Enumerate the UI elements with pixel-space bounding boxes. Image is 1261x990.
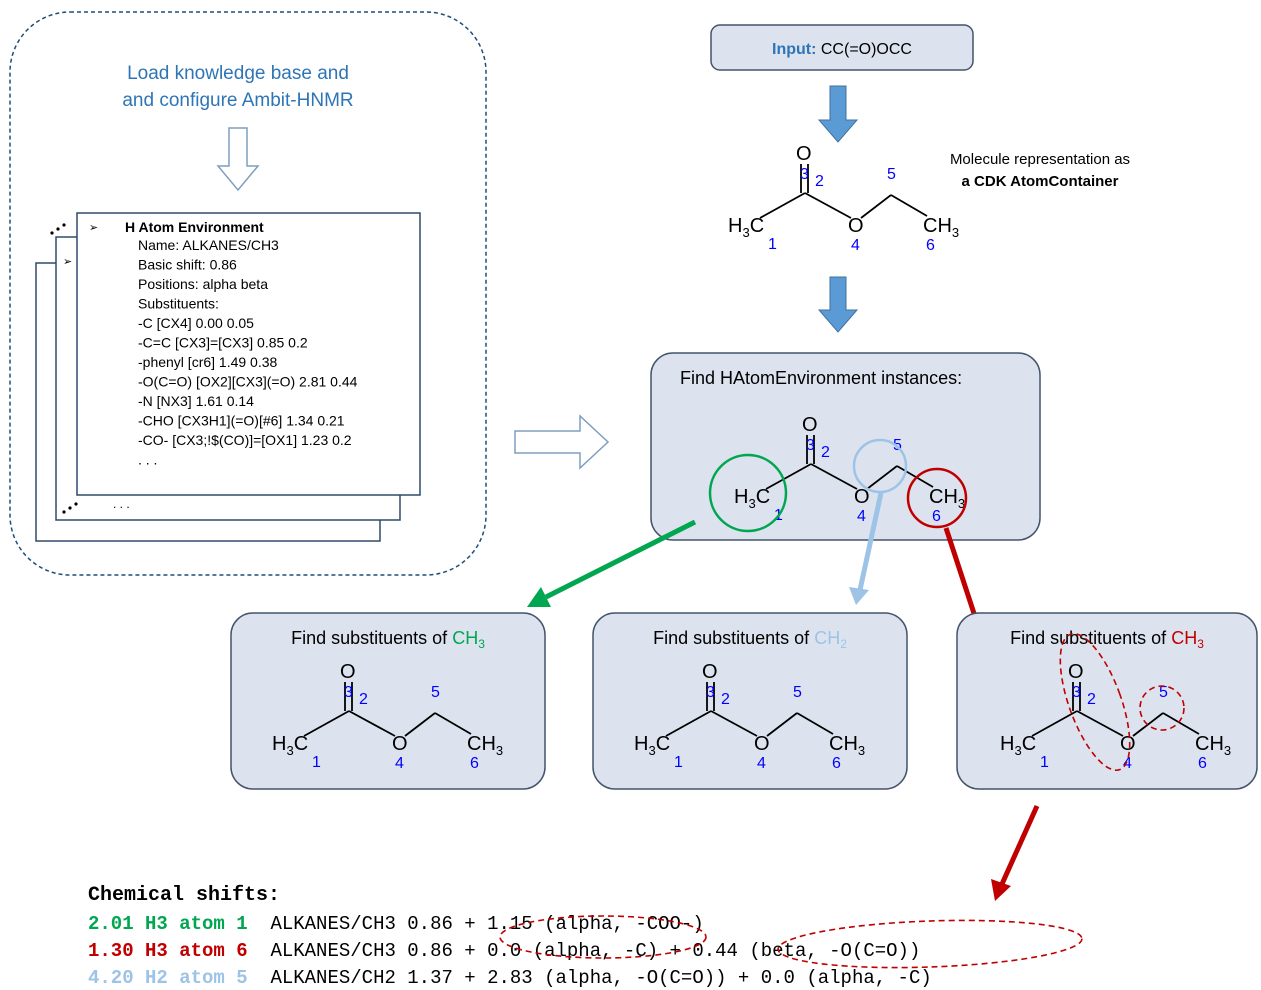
kb-card-line: -C [CX4] 0.00 0.05 [138,315,254,331]
kb-title-line1: Load knowledge base and [127,63,349,84]
subst-title-lightblue: Find substituents of CH2 [653,628,847,651]
kb-card-line: -O(C=O) [OX2][CX3](=O) 2.81 0.44 [138,374,358,390]
molecule-structure-top [727,142,961,255]
input-box [710,24,974,71]
mol-rep-line1: Molecule representation as [950,151,1130,168]
green-arrow [544,519,697,600]
input-down-arrow-icon [817,85,859,143]
kb-card-line: . . . [138,452,157,468]
kb-card-middle-bullet-icon: ➢ [63,255,72,268]
kb-card-heading: H Atom Environment [125,219,264,235]
knowledge-base-region [9,11,487,576]
kb-card-line: -N [NX3] 1.61 0.14 [138,393,254,409]
dashed-ellipse-shift-a [499,915,707,959]
kb-to-env-arrow-icon [514,414,610,470]
input-text: Input: CC(=O)OCC [772,41,912,58]
red-arrowhead-lower-icon [991,879,1011,901]
kb-card-bullet-icon: ➢ [89,221,98,234]
green-arrowhead-icon [527,587,551,607]
stack-dots-icon-bottom [62,502,78,514]
mol-rep-line2: a CDK AtomContainer [962,173,1119,190]
subst-title-red: Find substituents of CH3 [1010,628,1204,651]
kb-card-more: . . . [113,497,130,511]
kb-title-line2: and configure Ambit-HNMR [122,90,353,111]
subst-title-green: Find substituents of CH3 [291,628,485,651]
shift-row-1: 2.01 H3 atom 1 ALKANES/CH3 0.86 + 1.15 (… [88,913,704,935]
dashed-circle-ch2 [1139,685,1185,731]
dashed-ellipse-carbonyl [1059,632,1131,772]
kb-card-line: -phenyl [cr6] 1.49 0.38 [138,354,278,370]
kb-card-line: Positions: alpha beta [138,276,268,292]
kb-down-arrow-icon [216,127,260,192]
red-arrow-lower [999,804,1040,886]
lightblue-arrow [857,492,884,591]
kb-card-line: Substituents: [138,296,219,312]
kb-card-line: -CHO [CX3H1](=O)[#6] 1.34 0.21 [138,413,345,429]
kb-card-front [76,212,421,496]
kb-card-line: -CO- [CX3;!$(CO)]=[OX1] 1.23 0.2 [138,432,352,448]
dashed-ellipse-shift-b [777,919,1083,969]
molecule-down-arrow-icon [817,276,859,333]
kb-card-line: Basic shift: 0.86 [138,257,237,273]
stack-dots-icon-top [50,223,66,235]
shifts-title: Chemical shifts: [88,884,280,907]
shift-row-3: 4.20 H2 atom 5 ALKANES/CH2 1.37 + 2.83 (… [88,967,932,989]
shift-row-2: 1.30 H3 atom 6 ALKANES/CH3 0.86 + 0.0 (a… [88,940,920,962]
lightblue-arrowhead-icon [849,587,869,605]
highlight-circle-lightblue [852,438,908,494]
highlight-circle-red [906,467,968,529]
find-env-title: Find HAtomEnvironment instances: [680,368,962,388]
kb-card-line: Name: ALKANES/CH3 [138,237,279,253]
highlight-circle-green [708,453,788,533]
kb-card-line: -C=C [CX3]=[CX3] 0.85 0.2 [138,335,308,351]
